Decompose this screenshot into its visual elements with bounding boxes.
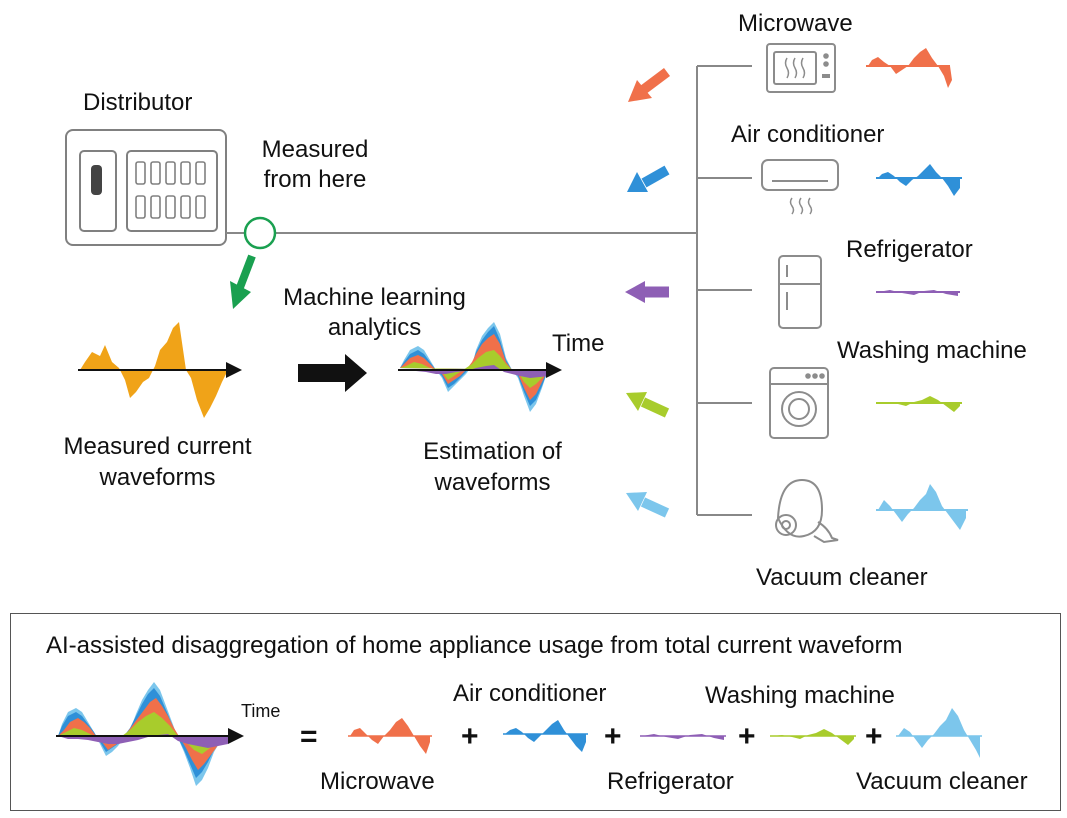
summary-term-microwave: Microwave xyxy=(320,768,435,795)
equals-sign: = xyxy=(300,720,318,753)
refrigerator-label: Refrigerator xyxy=(846,236,973,263)
plus-sign-1: + xyxy=(461,720,479,753)
summary-microwave-waveform xyxy=(348,718,432,754)
measured-label-line1: Measured current xyxy=(63,433,252,460)
washing-machine-arrow-icon xyxy=(626,392,670,418)
down-arrow-icon xyxy=(230,254,256,309)
summary-term-vacuum-cleaner: Vacuum cleaner xyxy=(856,768,1028,795)
air-conditioner-arrow-icon xyxy=(627,165,670,192)
wiring xyxy=(226,65,752,516)
refrigerator-arrow-icon xyxy=(625,281,669,303)
summary-air-conditioner-waveform xyxy=(503,720,588,752)
refrigerator-waveform xyxy=(876,290,960,296)
measure-note-line2: from here xyxy=(263,166,367,193)
microwave-label: Microwave xyxy=(738,10,853,37)
plus-sign-4: + xyxy=(865,720,883,753)
summary-term-refrigerator: Refrigerator xyxy=(607,768,734,795)
estimation-label-line1: Estimation of xyxy=(423,438,562,465)
vacuum-cleaner-label: Vacuum cleaner xyxy=(756,564,928,591)
analytics-arrow-icon xyxy=(298,354,367,392)
analytics-label-line1: Machine learning xyxy=(283,284,466,311)
summary-axis-label: Time xyxy=(241,701,281,721)
measurement-point xyxy=(243,216,277,250)
summary-washing-machine-waveform xyxy=(770,729,856,745)
measure-note-line1: Measured xyxy=(261,136,369,163)
plus-sign-2: + xyxy=(604,720,622,753)
summary-total-waveform xyxy=(56,682,244,786)
microwave-icon xyxy=(766,43,836,93)
vacuum-cleaner-arrow-icon xyxy=(626,492,670,518)
measured-label-line2: waveforms xyxy=(99,464,216,491)
summary-panel xyxy=(10,613,1061,811)
distributor-icon xyxy=(65,129,227,246)
summary-term-washing-machine: Washing machine xyxy=(705,682,895,709)
air-conditioner-waveform xyxy=(876,164,962,196)
measured-waveform xyxy=(78,322,242,418)
estimation-axis-label: Time xyxy=(552,330,605,357)
summary-vacuum-cleaner-waveform xyxy=(896,708,982,758)
vacuum-cleaner-icon xyxy=(775,478,839,544)
summary-refrigerator-waveform xyxy=(640,734,726,740)
vacuum-cleaner-waveform xyxy=(876,484,968,530)
summary-title: AI-assisted disaggregation of home appli… xyxy=(46,632,903,659)
summary-term-air-conditioner: Air conditioner xyxy=(453,680,607,707)
estimation-label-line2: waveforms xyxy=(434,469,551,496)
estimated-waveform xyxy=(398,322,562,412)
distributor-label: Distributor xyxy=(83,89,193,116)
washing-machine-icon xyxy=(769,367,829,439)
air-conditioner-label: Air conditioner xyxy=(731,121,885,148)
analytics-label-line2: analytics xyxy=(327,314,422,341)
washing-machine-waveform xyxy=(876,396,962,412)
air-conditioner-icon xyxy=(761,159,839,215)
plus-sign-3: + xyxy=(738,720,756,753)
microwave-waveform xyxy=(866,48,952,88)
microwave-arrow-icon xyxy=(628,68,670,102)
washing-machine-label: Washing machine xyxy=(837,337,1027,364)
refrigerator-icon xyxy=(778,255,822,329)
